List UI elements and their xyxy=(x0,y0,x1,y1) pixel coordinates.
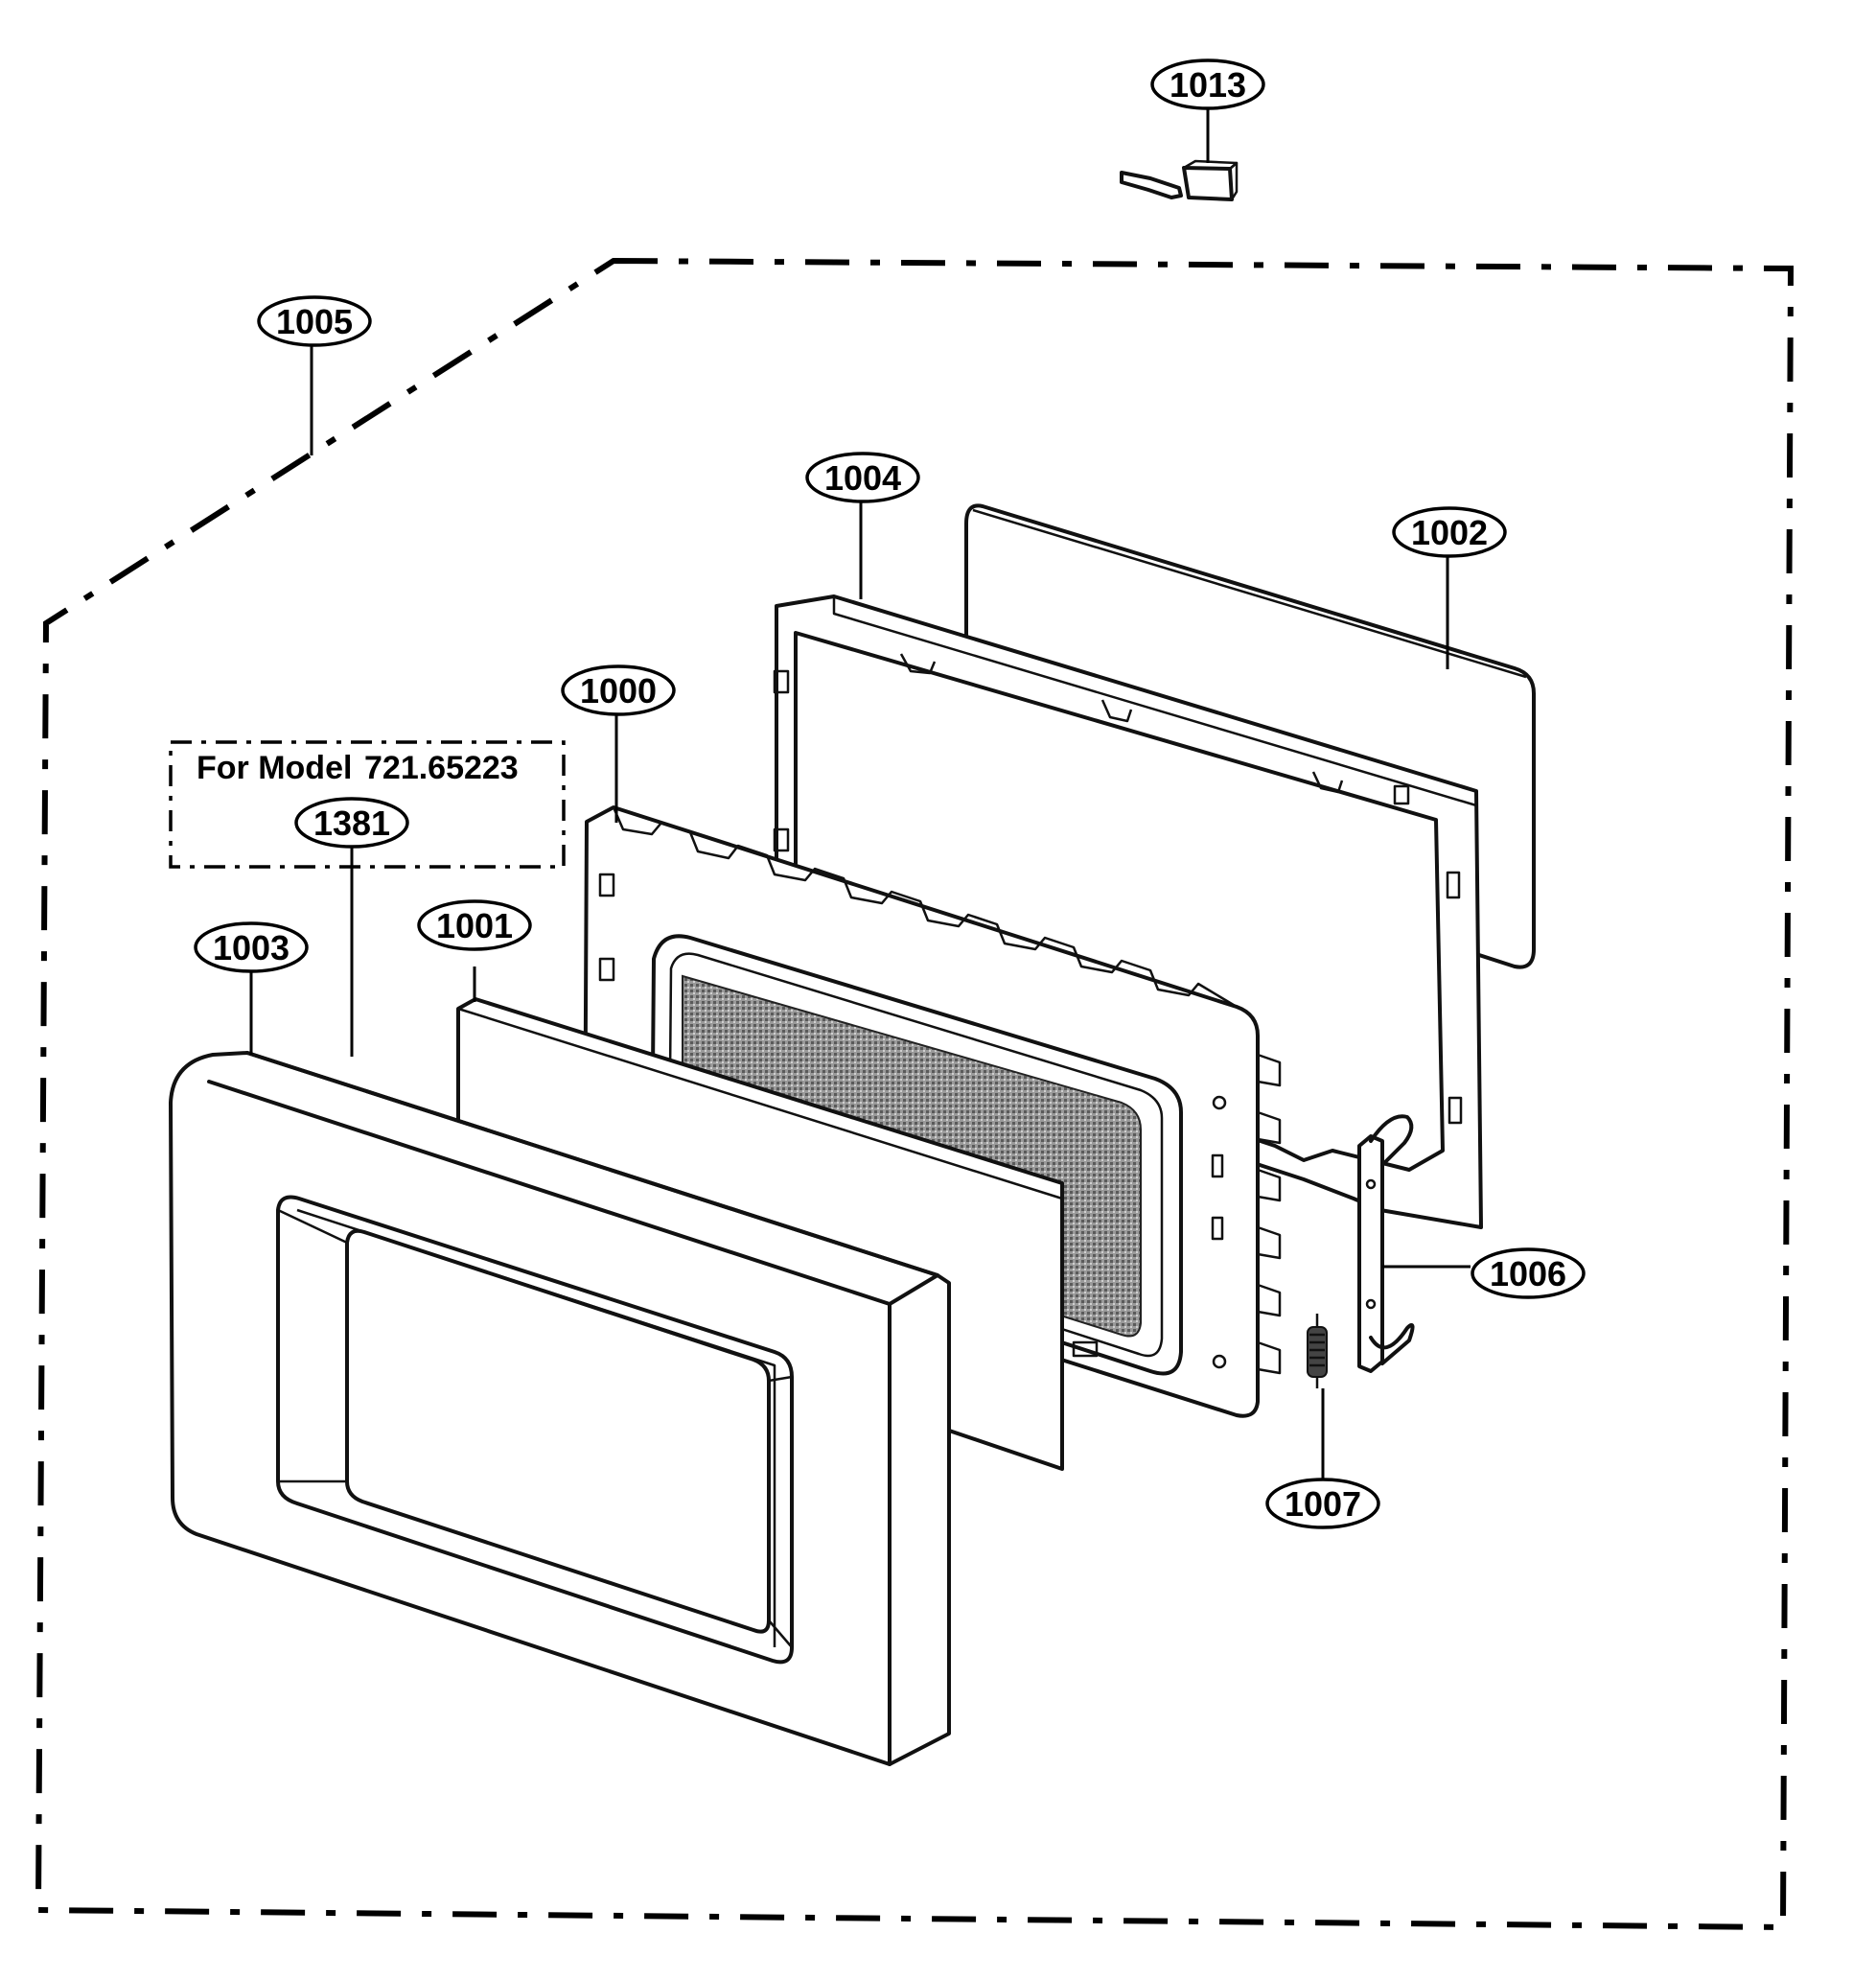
callout-1004: 1004 xyxy=(805,452,920,503)
callout-1007: 1007 xyxy=(1265,1478,1380,1529)
callout-1000-label: 1000 xyxy=(580,671,657,710)
model-note: For Model 721.65223 xyxy=(169,740,566,869)
callout-1004-label: 1004 xyxy=(824,458,901,498)
part-1006-latch xyxy=(1357,1114,1415,1373)
callout-1001-label: 1001 xyxy=(436,906,513,945)
callout-1006-label: 1006 xyxy=(1490,1254,1566,1293)
callout-1001: 1001 xyxy=(417,899,532,951)
callout-1013: 1013 xyxy=(1150,58,1265,110)
callout-1381-label: 1381 xyxy=(313,804,390,843)
door-assembly-boundary xyxy=(35,257,1795,1931)
callout-1002: 1002 xyxy=(1392,506,1507,558)
model-note-prefix: For Model xyxy=(197,750,352,786)
part-1007-spring xyxy=(1307,1314,1328,1388)
model-note-number: 721.65223 xyxy=(364,750,519,786)
callout-1000: 1000 xyxy=(561,664,676,716)
part-1013-bracket xyxy=(1120,159,1239,201)
callout-1003: 1003 xyxy=(194,921,309,973)
callout-1005-label: 1005 xyxy=(276,302,353,341)
callout-1013-label: 1013 xyxy=(1170,65,1246,105)
callout-1381: 1381 xyxy=(294,797,409,849)
part-1003-door-frame xyxy=(169,1051,951,1766)
callout-1002-label: 1002 xyxy=(1411,513,1488,552)
callout-1006: 1006 xyxy=(1471,1247,1586,1299)
callout-1007-label: 1007 xyxy=(1285,1484,1361,1524)
callout-1005: 1005 xyxy=(257,295,372,347)
callout-1003-label: 1003 xyxy=(213,928,290,967)
